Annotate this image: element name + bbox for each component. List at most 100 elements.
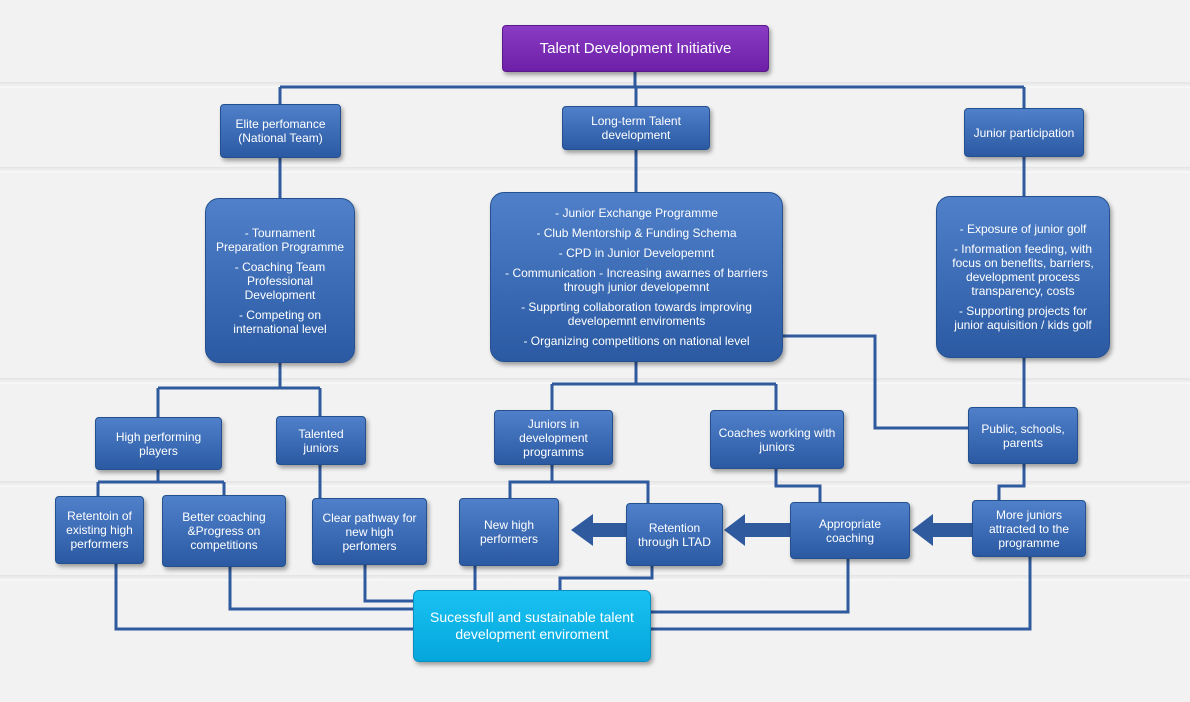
background-band <box>0 82 1190 88</box>
outcome-line: performers <box>70 537 129 551</box>
target-high-performing-node: High performing players <box>95 417 222 470</box>
junior-programme-line: focus on benefits, barriers, <box>952 256 1094 270</box>
target-public-node: Public, schools, parents <box>968 407 1078 464</box>
target-coaches-node: Coaches working with juniors <box>710 410 844 469</box>
target-line: Public, schools, <box>981 421 1065 436</box>
arrow-left-icon <box>912 514 972 546</box>
target-line: Juniors in <box>527 416 580 431</box>
elite-programme-line: - Competing on <box>238 307 322 322</box>
longterm-programme-line: developemnt enviroments <box>567 314 706 328</box>
target-line: Talented <box>298 426 344 441</box>
longterm-programmes-node: - Junior Exchange Programme - Club Mento… <box>490 192 783 362</box>
title-text: Talent Development Initiative <box>539 39 732 57</box>
outcome-line: Retentoin of <box>67 509 132 523</box>
outcome-retention-high-node: Retentoin of existing high performers <box>55 496 144 564</box>
outcome-clear-pathway-node: Clear pathway for new high perfomers <box>312 498 427 565</box>
target-line: Coaches working with <box>718 425 836 440</box>
outcome-line: Appropriate <box>818 516 882 531</box>
outcome-line: New high <box>483 518 535 532</box>
elite-programme-line: - Coaching Team <box>234 259 326 274</box>
longterm-programme-line: - Junior Exchange Programme <box>555 206 718 220</box>
outcome-more-juniors-node: More juniors attracted to the programme <box>972 500 1086 557</box>
background-band <box>0 167 1190 173</box>
junior-programme-line: - Exposure of junior golf <box>959 222 1087 236</box>
background-band <box>0 481 1190 487</box>
connector-juniors-outcomes <box>508 465 650 503</box>
outcome-line: &Progress on <box>187 524 261 538</box>
outcome-line: perfomers <box>342 538 397 553</box>
outcome-line: existing high <box>66 523 133 537</box>
target-line: programms <box>523 444 584 459</box>
target-line: players <box>139 443 178 458</box>
outcome-line: Clear pathway for <box>322 510 417 525</box>
pillar-junior-node: Junior participation <box>964 108 1084 157</box>
outcome-line: Retention <box>648 520 701 535</box>
outcome-line: new high <box>345 524 394 539</box>
outcome-line: More juniors <box>995 507 1063 522</box>
connector-coaches-appropriate <box>774 469 822 502</box>
junior-programme-line: junior aquisition / kids golf <box>954 318 1092 332</box>
target-line: juniors <box>303 440 339 455</box>
connector-elite-targets <box>156 363 322 417</box>
outcome-line: Better coaching <box>182 510 266 524</box>
longterm-programme-line: - Club Mentorship & Funding Schema <box>536 226 737 240</box>
outcome-retention-ltad-node: Retention through LTAD <box>626 503 723 566</box>
background-band <box>0 378 1190 384</box>
elite-programme-line: Preparation Programme <box>215 239 345 254</box>
title-node: Talent Development Initiative <box>502 25 769 72</box>
pillar-longterm-node: Long-term Talent development <box>562 106 710 150</box>
connector-public-more <box>997 464 1026 500</box>
connector-pathway-goal <box>363 565 413 603</box>
elite-programmes-node: - Tournament Preparation Programme - Coa… <box>205 198 355 363</box>
goal-node: Sucessfull and sustainable talent develo… <box>413 590 651 662</box>
outcome-new-high-node: New high performers <box>459 498 559 566</box>
connector-title-bus <box>278 72 1026 108</box>
longterm-programme-line: - CPD in Junior Developemnt <box>558 246 715 260</box>
pillar-elite-line: Elite perfomance <box>235 117 326 131</box>
elite-programme-line: Development <box>244 287 316 302</box>
elite-programme-line: - Tournament <box>244 225 316 240</box>
pillar-longterm-line: development <box>601 128 671 142</box>
outcome-line: coaching <box>825 530 875 545</box>
junior-programme-line: transparency, costs <box>971 284 1075 298</box>
junior-programme-line: - Supporting projects for <box>958 304 1088 318</box>
connector-more-goal <box>651 557 1032 631</box>
target-line: High performing <box>115 429 202 444</box>
connector-better-goal <box>228 567 413 611</box>
goal-line: development enviroment <box>455 626 609 642</box>
elite-programme-line: international level <box>233 321 327 336</box>
target-line: development <box>519 430 588 445</box>
target-talented-node: Talented juniors <box>276 416 366 465</box>
connector-ltad-goal <box>558 566 654 590</box>
outcome-better-coaching-node: Better coaching &Progress on competition… <box>162 495 286 567</box>
outcome-line: through LTAD <box>638 534 711 549</box>
longterm-programme-line: - Supprting collaboration towards improv… <box>521 300 752 314</box>
pillar-elite-node: Elite perfomance (National Team) <box>220 104 341 158</box>
target-line: parents <box>1002 435 1044 450</box>
connector-retention-goal <box>114 564 413 631</box>
pillar-elite-line: (National Team) <box>238 131 323 145</box>
outcome-line: attracted to the <box>988 521 1070 536</box>
connector-longterm-targets <box>550 362 778 410</box>
longterm-programme-line: - Organizing competitions on national le… <box>523 334 750 348</box>
longterm-programme-line: - Communication - Increasing awarnes of … <box>505 266 768 280</box>
goal-line: Sucessfull and sustainable talent <box>430 609 634 625</box>
junior-programme-line: - Information feeding, with <box>953 242 1093 256</box>
outcome-line: programme <box>998 535 1060 550</box>
pillar-longterm-line: Long-term Talent <box>591 114 681 128</box>
connector-longterm-public <box>782 334 968 430</box>
arrow-left-icon <box>724 514 790 546</box>
connector-appropriate-goal <box>651 559 850 614</box>
outcome-appropriate-node: Appropriate coaching <box>790 502 910 559</box>
target-line: juniors <box>759 439 795 454</box>
connector-highperf-outcomes <box>96 470 226 496</box>
pillar-junior-line: Junior participation <box>973 125 1075 140</box>
outcome-line: performers <box>479 532 538 546</box>
junior-programmes-node: - Exposure of junior golf - Information … <box>936 196 1110 358</box>
arrow-left-icon <box>571 514 626 546</box>
outcome-line: competitions <box>190 538 258 552</box>
longterm-programme-line: through junior developemnt <box>563 280 710 294</box>
elite-programme-line: Professional <box>246 273 314 288</box>
target-juniors-dev-node: Juniors in development programms <box>494 410 613 465</box>
